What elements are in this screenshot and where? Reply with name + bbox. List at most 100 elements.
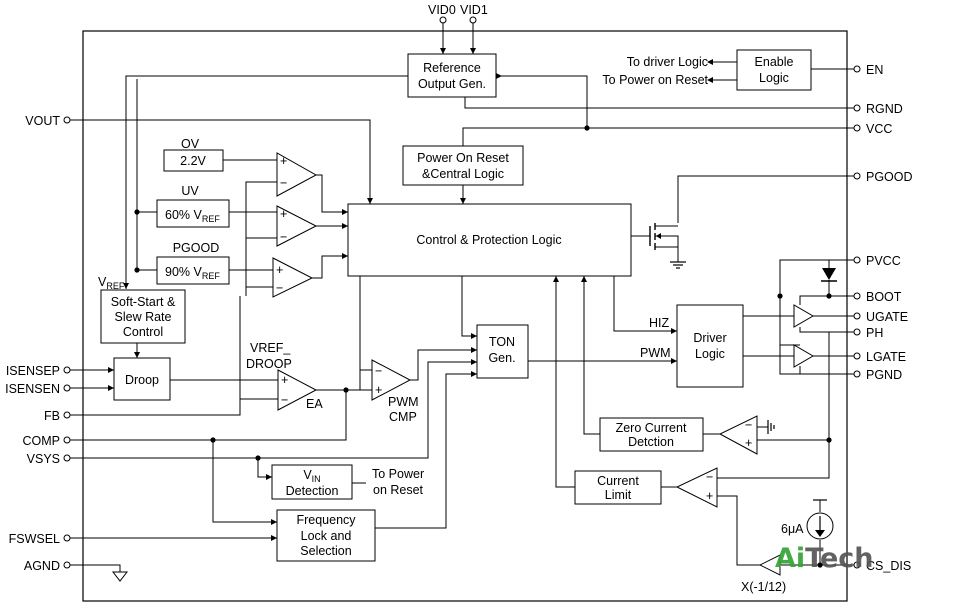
to-power-on-reset-label: To Power on Reset <box>602 73 708 87</box>
zc-cmp-plus: + <box>745 436 752 450</box>
vin-label: VIN <box>303 468 320 484</box>
pin-vid0: VID0 <box>428 3 456 17</box>
soft-start-block <box>100 289 186 344</box>
aitech-watermark-logo: AiTech <box>775 543 874 574</box>
pin-fswsel: FSWSEL <box>9 532 60 546</box>
ea-plus: + <box>281 373 288 387</box>
uv-cmp-minus: − <box>280 230 287 244</box>
uv-reference-value: 60% VREF <box>165 208 220 224</box>
ov-cmp-minus: − <box>280 176 287 190</box>
ea-label: EA <box>306 397 323 411</box>
vref-droop-label-2: DROOP <box>246 357 292 371</box>
pg-cmp-plus: + <box>276 263 283 277</box>
pwm-cmp-minus: − <box>375 364 382 378</box>
wires <box>70 20 857 572</box>
current-source-label: 6μA <box>781 522 804 536</box>
pin-ugate: UGATE <box>866 310 908 324</box>
droop-block <box>113 357 171 401</box>
uv-reference-box <box>156 199 230 228</box>
error-amplifier <box>277 369 318 411</box>
driver-logic-label: Logic <box>695 347 725 361</box>
current-limit-comparator <box>675 467 718 508</box>
ov-label: OV <box>181 137 200 151</box>
driver-logic-block <box>676 304 744 388</box>
junctions <box>134 125 832 568</box>
pin-pvcc: PVCC <box>866 254 901 268</box>
pgood-reference-box <box>156 256 230 285</box>
to-por2-label-2: on Reset <box>373 483 424 497</box>
pin-isensep: ISENSEP <box>6 364 60 378</box>
zero-current-detection-block <box>599 417 704 452</box>
por-label-2: &Central Logic <box>422 167 504 181</box>
pin-boot: BOOT <box>866 290 902 304</box>
vin-detection-label: Detection <box>286 484 339 498</box>
pin-comp: COMP <box>23 434 61 448</box>
enable-label: Enable <box>755 55 794 69</box>
ea-minus: − <box>281 393 288 407</box>
reference-label: Reference <box>423 61 481 75</box>
pin-pgood: PGOOD <box>866 170 913 184</box>
pgood-label: PGOOD <box>173 241 220 255</box>
to-driver-logic-label: To driver Logic <box>627 55 708 69</box>
cl-label-1: Current <box>597 474 639 488</box>
pg-cmp-minus: − <box>276 281 283 295</box>
uv-label: UV <box>181 184 199 198</box>
logic-label: Logic <box>759 71 789 85</box>
cl-cmp-minus: − <box>706 470 713 484</box>
low-side-buffer <box>793 344 814 368</box>
pin-vsys: VSYS <box>27 452 60 466</box>
zero-current-comparator <box>718 415 758 455</box>
ov-cmp-plus: + <box>280 154 287 168</box>
control-label: Control & Protection Logic <box>416 233 561 247</box>
droop-label: Droop <box>125 373 159 387</box>
power-on-reset-block <box>402 145 524 186</box>
pin-vcc: VCC <box>866 122 892 136</box>
por-label-1: Power On Reset <box>417 151 509 165</box>
pin-fb: FB <box>44 409 60 423</box>
pin-vid1: VID1 <box>460 3 488 17</box>
pin-vout: VOUT <box>25 114 60 128</box>
uv-cmp-plus: + <box>280 207 287 221</box>
to-por2-label-1: To Power <box>372 467 424 481</box>
enable-logic-block <box>736 49 812 91</box>
pgood-comparator <box>272 257 314 298</box>
pin-cs-dis: CS_DIS <box>866 559 911 573</box>
vref-label: VREF <box>98 275 125 291</box>
pins: VID0 VID1 EN RGND VCC PGOOD PVCC BOOT UG… <box>5 3 912 573</box>
soft-start-label-3: Control <box>123 325 163 339</box>
uv-comparator <box>276 205 318 247</box>
frequency-lock-block <box>276 509 376 562</box>
pwm-label: PWM <box>640 346 671 360</box>
boot-diode-icon <box>821 268 837 287</box>
ton-label: TON <box>489 335 515 349</box>
ov-reference-value: 2.2V <box>180 154 206 168</box>
pgood-reference-value: 90% VREF <box>165 265 220 281</box>
zc-label-1: Zero Current <box>616 421 687 435</box>
zc-cmp-minus: − <box>745 418 752 432</box>
svg-text:AiTech: AiTech <box>775 543 874 574</box>
vin-detection-block <box>271 464 353 500</box>
ton-gen-block <box>476 324 529 379</box>
gain-label: X(-1/12) <box>741 580 786 594</box>
pin-isensen: ISENSEN <box>5 382 60 396</box>
pin-ph: PH <box>866 326 883 340</box>
pin-agnd: AGND <box>24 559 60 573</box>
freq-label-3: Selection <box>300 544 351 558</box>
pwm-cmp-plus: + <box>375 383 382 397</box>
zc-ground-icon <box>767 420 775 434</box>
ov-reference-box <box>163 149 224 172</box>
vref-droop-label-1: VREF_ <box>250 341 291 355</box>
driver-label: Driver <box>693 331 726 345</box>
ov-comparator <box>276 152 318 197</box>
pin-en: EN <box>866 63 883 77</box>
agnd-ground-icon <box>111 571 129 582</box>
reference-output-gen-block <box>407 53 497 98</box>
zc-label-2: Detction <box>628 435 674 449</box>
cl-cmp-plus: + <box>706 489 713 503</box>
pgood-mosfet-icon <box>649 223 679 252</box>
high-side-buffer <box>793 304 814 328</box>
pwm-comparator <box>371 359 412 401</box>
pin-pgnd: PGND <box>866 368 902 382</box>
current-source-icon <box>806 499 834 540</box>
